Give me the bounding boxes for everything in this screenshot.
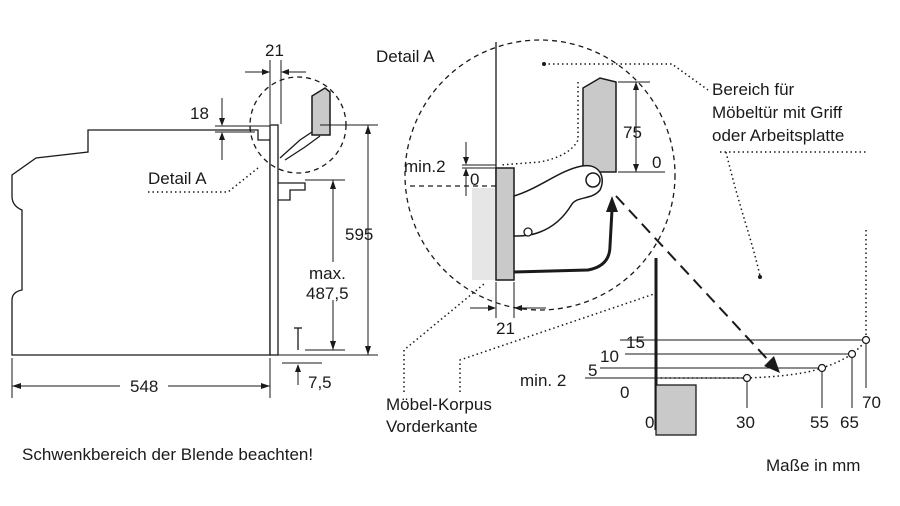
furniture-door-label: Bereich für Möbeltür mit Griff oder Arbe… bbox=[712, 80, 844, 145]
swing-path bbox=[513, 209, 614, 274]
x-label-65: 65 bbox=[840, 413, 859, 432]
furniture-door-detail bbox=[582, 77, 617, 173]
dim-max-value: 487,5 bbox=[306, 284, 349, 303]
svg-text:Möbel-Korpus: Möbel-Korpus bbox=[386, 395, 492, 414]
dim-min2: min.2 bbox=[404, 157, 446, 176]
swing-curve bbox=[656, 230, 867, 379]
y-label-15: 15 bbox=[626, 333, 645, 352]
dim-height: 595 bbox=[345, 225, 373, 244]
dim-max-label: max. bbox=[309, 264, 346, 283]
oven-panel-detail bbox=[495, 167, 515, 281]
detail-a-view: Detail A 75 0 min. bbox=[376, 39, 868, 392]
carcass-label: Möbel-Korpus Vorderkante bbox=[386, 395, 492, 436]
dim-gap: 18 bbox=[190, 104, 209, 123]
svg-text:Vorderkante: Vorderkante bbox=[386, 417, 478, 436]
swing-graph: 15 10 5 min. 2 0 0 30 55 65 70 bbox=[520, 230, 881, 436]
x-label-0: 0 bbox=[645, 413, 654, 432]
worktop-block bbox=[655, 384, 697, 436]
hinge-pivot bbox=[585, 172, 601, 188]
units-text: Maße in mm bbox=[766, 456, 860, 475]
y-label-0: 0 bbox=[620, 383, 629, 402]
warning-text: Schwenkbereich der Blende beachten! bbox=[22, 445, 313, 464]
detail-a-title: Detail A bbox=[376, 47, 435, 66]
dim-top-width: 21 bbox=[265, 41, 284, 60]
dim-75: 75 bbox=[623, 123, 642, 142]
y-label-min2: min. 2 bbox=[520, 371, 566, 390]
detail-a-label: Detail A bbox=[148, 169, 207, 188]
oven-side-view: 21 18 Detail A 595 max. 487,5 bbox=[11, 41, 378, 398]
detail-a-circle-large bbox=[404, 39, 676, 311]
furniture-door-small bbox=[311, 87, 331, 136]
y-label-5: 5 bbox=[588, 361, 597, 380]
dim-bottom: 7,5 bbox=[308, 373, 332, 392]
dim-0-right: 0 bbox=[652, 153, 661, 172]
oven-handle bbox=[278, 182, 306, 201]
svg-text:Möbeltür mit Griff: Möbeltür mit Griff bbox=[712, 103, 842, 122]
svg-text:Bereich für: Bereich für bbox=[712, 80, 795, 99]
dim-depth: 548 bbox=[130, 377, 158, 396]
x-label-30: 30 bbox=[736, 413, 755, 432]
dim-0-left: 0 bbox=[470, 170, 479, 189]
dim-21: 21 bbox=[496, 319, 515, 338]
svg-text:oder Arbeitsplatte: oder Arbeitsplatte bbox=[712, 126, 844, 145]
y-label-10: 10 bbox=[600, 347, 619, 366]
oven-body-outline bbox=[11, 129, 271, 356]
oven-front-panel bbox=[269, 124, 279, 356]
x-label-70: 70 bbox=[862, 393, 881, 412]
x-label-55: 55 bbox=[810, 413, 829, 432]
hinge-arm bbox=[513, 164, 603, 237]
